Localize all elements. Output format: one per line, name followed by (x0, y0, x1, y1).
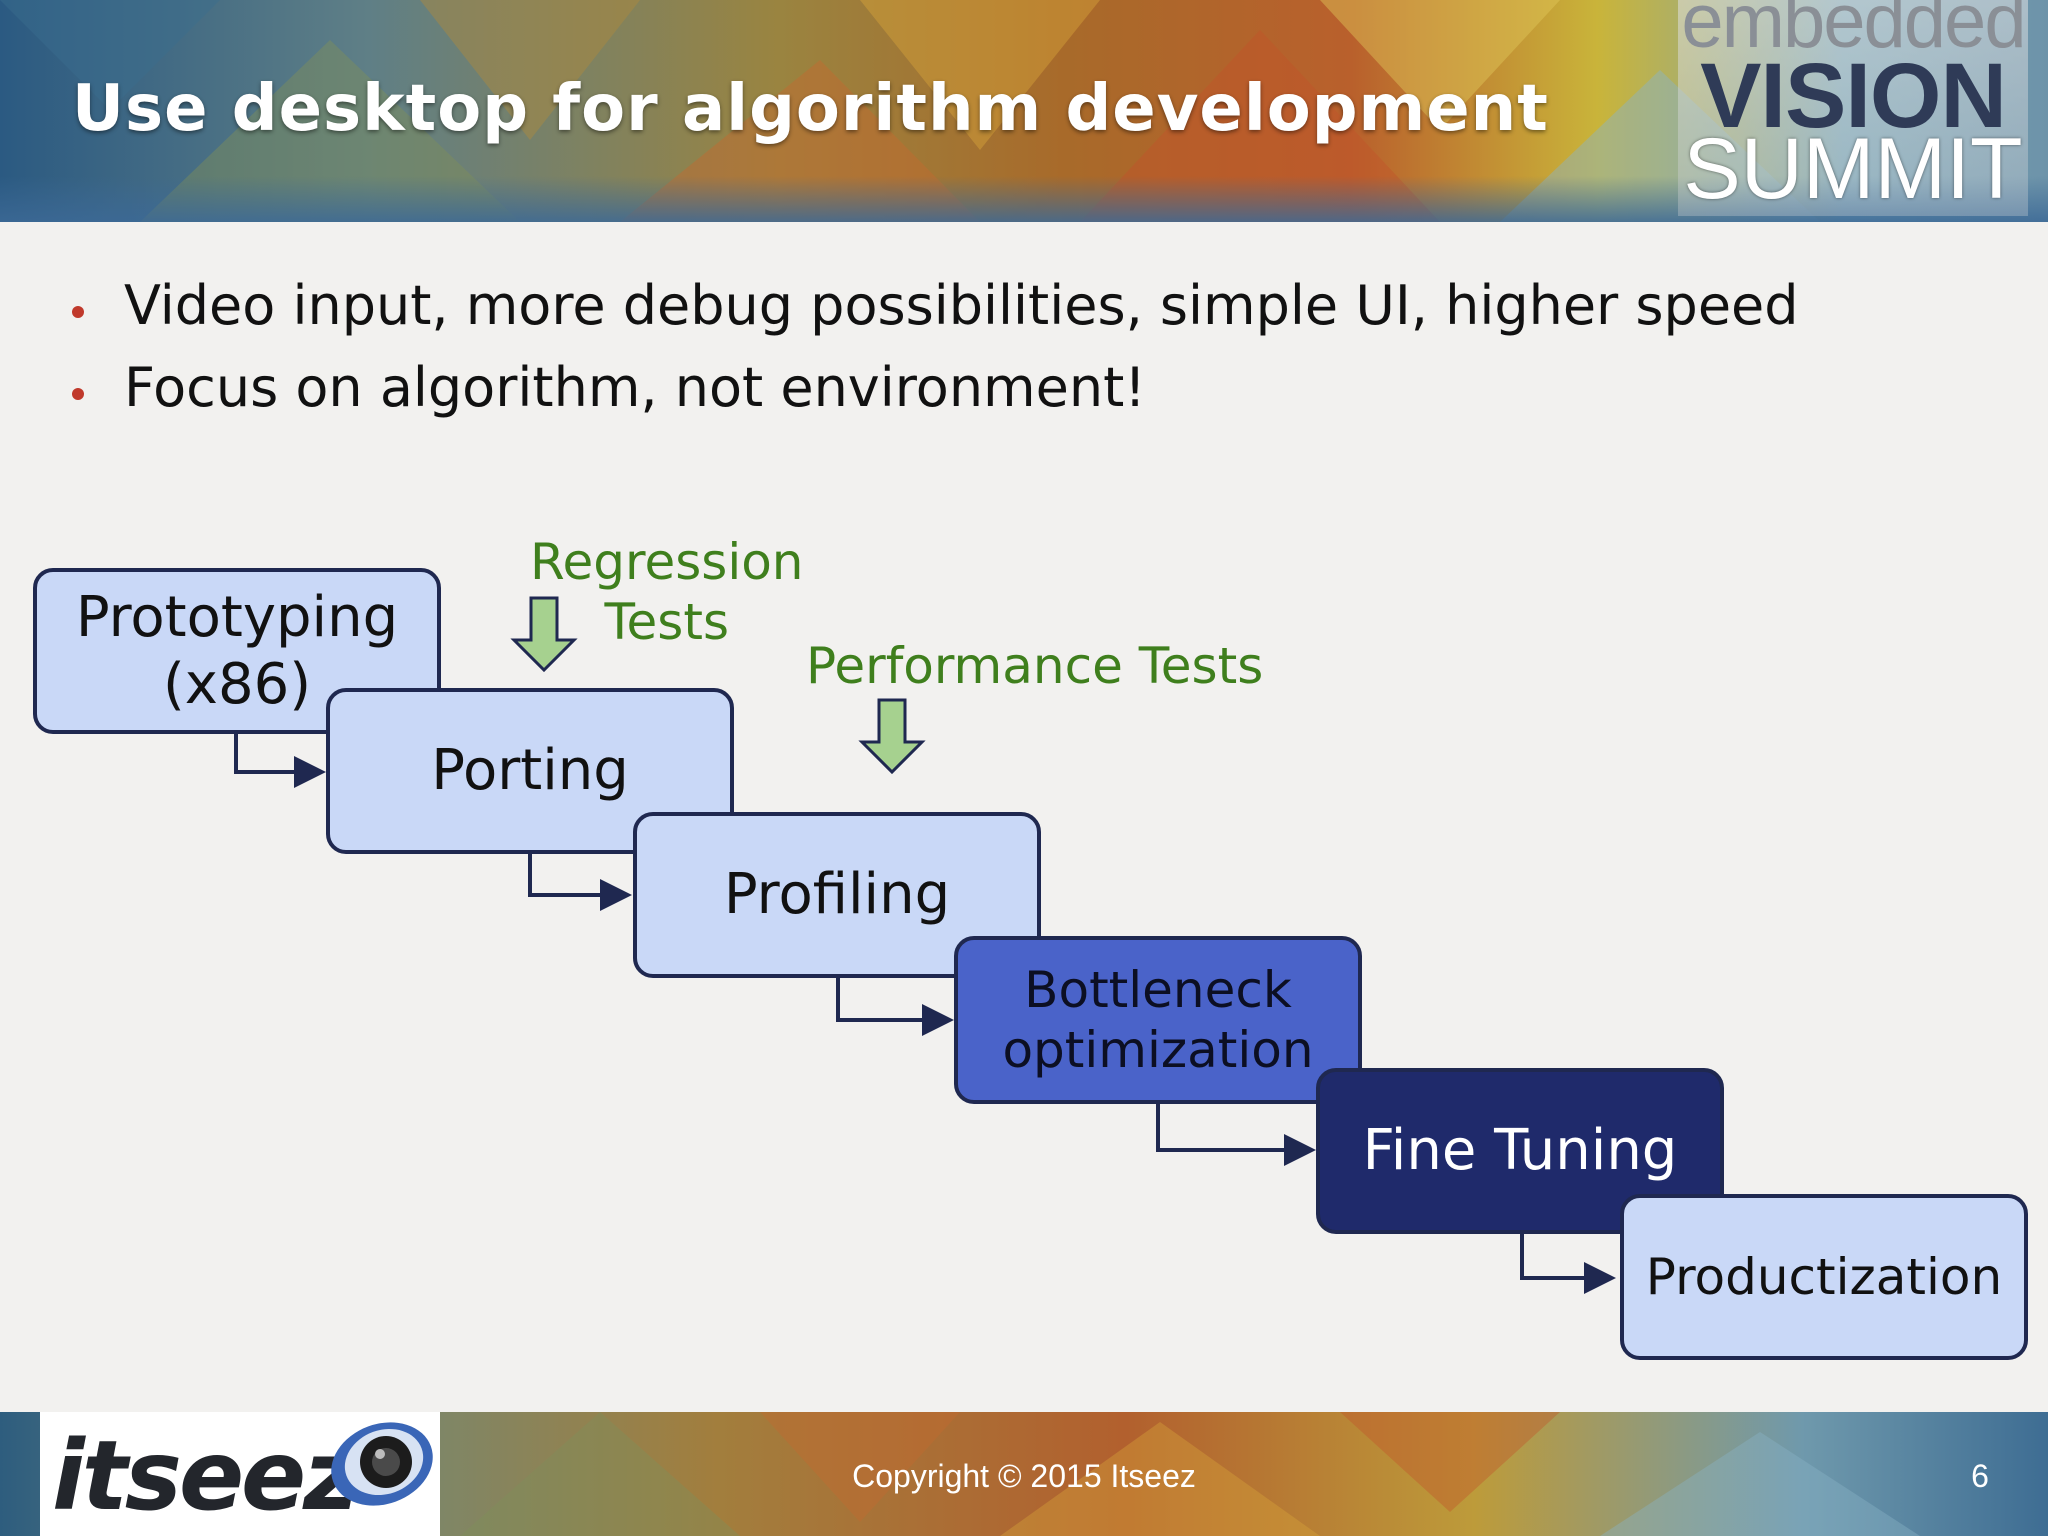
connector-arrow (1156, 1104, 1316, 1166)
stage-fine-tuning: Fine Tuning (1316, 1068, 1724, 1234)
regression-test-arrow-icon (510, 596, 578, 673)
stage-label: optimization (1002, 1021, 1314, 1079)
regression-tests-line1: Regression (530, 533, 804, 591)
regression-tests-line2: Tests (604, 593, 729, 651)
footer-pattern (460, 1412, 1920, 1536)
summit-logo-line1: embedded (1681, 0, 2026, 64)
stage-label: Productization (1645, 1248, 2003, 1306)
slide-title: Use desktop for algorithm development (72, 72, 1549, 146)
stage-label: Fine Tuning (1362, 1118, 1678, 1184)
summit-logo-line3: SUMMIT (1683, 121, 2023, 217)
connector-arrow (1520, 1234, 1616, 1294)
bullet-text: Video input, more debug possibilities, s… (124, 274, 1799, 337)
itseez-wordmark: itseez (52, 1420, 359, 1532)
stage-label: Profiling (723, 862, 951, 928)
bullet-dot-icon (72, 388, 84, 400)
regression-tests-label: Regression Tests (530, 532, 804, 652)
performance-tests-label: Performance Tests (806, 637, 1264, 695)
stage-prototyping: Prototyping (x86) (33, 568, 441, 734)
stage-productization: Productization (1620, 1194, 2028, 1360)
copyright-text: Copyright © 2015 Itseez (852, 1458, 1196, 1494)
camera-lens-icon (331, 1422, 433, 1506)
stage-profiling: Profiling (633, 812, 1041, 978)
bullet-text: Focus on algorithm, not environment! (124, 356, 1146, 419)
connector-arrow (234, 734, 326, 788)
summit-logo-line2: VISION (1700, 45, 2007, 147)
performance-test-arrow-icon (858, 698, 926, 775)
stage-label: Bottleneck (1024, 961, 1292, 1019)
page-number: 6 (1971, 1458, 1989, 1494)
summit-logo (1678, 0, 2028, 216)
stage-bottleneck-optimization: Bottleneck optimization (954, 936, 1362, 1104)
stage-label: Prototyping (75, 584, 399, 650)
connector-arrow (836, 978, 954, 1036)
bullet-dot-icon (72, 306, 84, 318)
stage-label: Porting (431, 738, 629, 804)
connector-arrow (528, 854, 632, 911)
stage-label: (x86) (162, 652, 312, 717)
